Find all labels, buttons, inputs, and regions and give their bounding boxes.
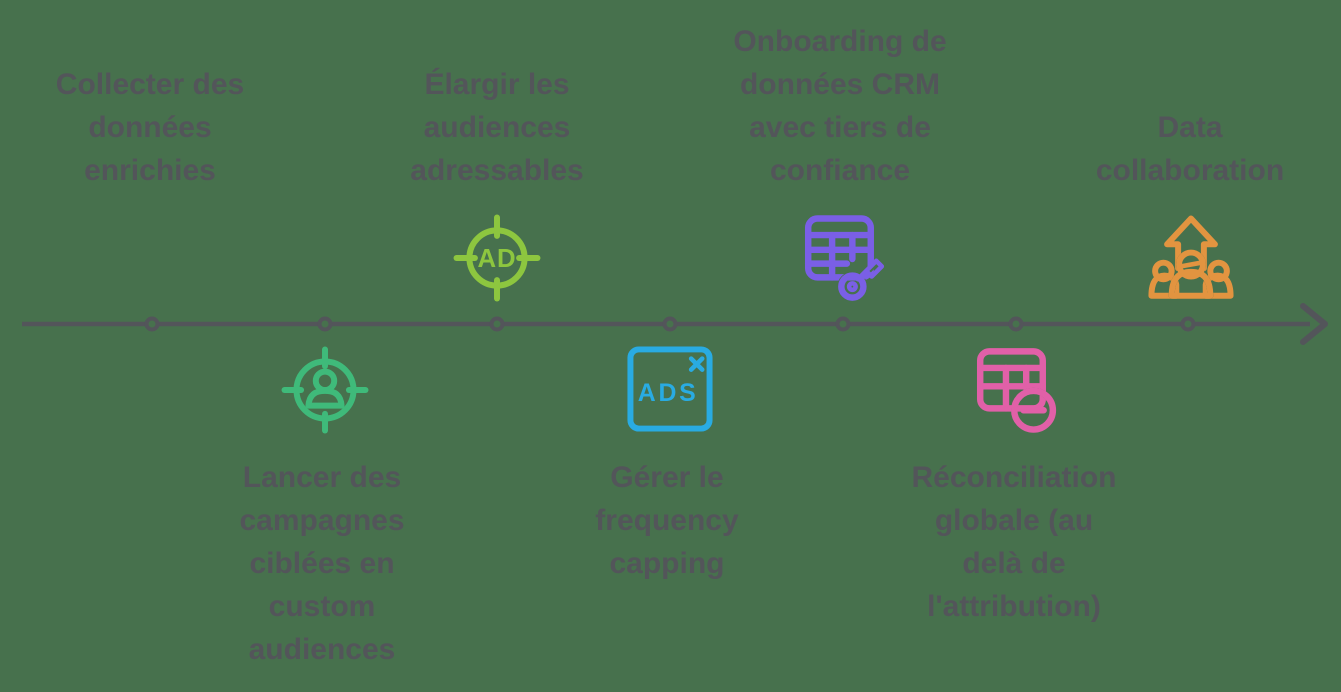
timeline-node xyxy=(1008,316,1024,332)
person-target-icon xyxy=(281,346,369,434)
milestone-label-expand-addressable-audiences: Élargir les audiences adressables xyxy=(357,63,637,192)
label-line: capping xyxy=(609,547,725,580)
milestone-label-global-reconciliation: Réconciliation globale (au delà de l'att… xyxy=(874,456,1154,628)
label-line: données CRM xyxy=(739,68,940,101)
label-line: frequency xyxy=(595,504,739,537)
label-line: Onboarding de xyxy=(733,25,947,58)
label-line: confiance xyxy=(769,154,911,187)
label-line: enrichies xyxy=(84,154,216,187)
label-line: Gérer le xyxy=(610,461,724,494)
label-line: avec tiers de xyxy=(749,111,931,144)
timeline-node xyxy=(662,316,678,332)
milestone-label-data-collaboration: Data collaboration xyxy=(1050,106,1330,192)
label-line: Collecter des xyxy=(55,68,245,101)
timeline-node xyxy=(835,316,851,332)
svg-text:ADS: ADS xyxy=(638,380,699,407)
ads-box-icon: ADS xyxy=(627,346,713,432)
label-line: audiences xyxy=(248,633,396,666)
timeline-node xyxy=(317,316,333,332)
timeline-node xyxy=(489,316,505,332)
label-line: globale (au xyxy=(934,504,1094,537)
svg-text:AD: AD xyxy=(477,245,516,273)
label-line: Lancer des xyxy=(242,461,402,494)
timeline-arrowhead-icon xyxy=(1300,303,1328,345)
table-key-icon xyxy=(804,215,885,302)
label-line: custom xyxy=(268,590,376,623)
label-line: adressables xyxy=(410,154,584,187)
milestone-label-frequency-capping: Gérer le frequency capping xyxy=(527,456,807,585)
label-line: l'attribution) xyxy=(927,590,1101,623)
timeline-node xyxy=(1180,316,1196,332)
label-line: Data xyxy=(1157,111,1223,144)
ad-target-icon: AD xyxy=(453,214,541,302)
label-line: audiences xyxy=(423,111,571,144)
label-line: Élargir les xyxy=(424,68,570,101)
milestone-label-custom-audience-campaigns: Lancer des campagnes ciblées en custom a… xyxy=(182,456,462,671)
milestone-label-collect-enriched-data: Collecter des données enrichies xyxy=(10,63,290,192)
table-minus-icon xyxy=(976,348,1057,433)
timeline-node xyxy=(144,316,160,332)
milestone-label-crm-onboarding: Onboarding de données CRM avec tiers de … xyxy=(700,20,980,192)
label-line: collaboration xyxy=(1095,154,1285,187)
label-line: ciblées en xyxy=(249,547,395,580)
timeline-axis xyxy=(22,303,1328,345)
label-line: données xyxy=(88,111,212,144)
label-line: campagnes xyxy=(239,504,405,537)
people-arrow-icon xyxy=(1148,215,1234,299)
label-line: Réconciliation xyxy=(911,461,1117,494)
label-line: delà de xyxy=(962,547,1066,580)
